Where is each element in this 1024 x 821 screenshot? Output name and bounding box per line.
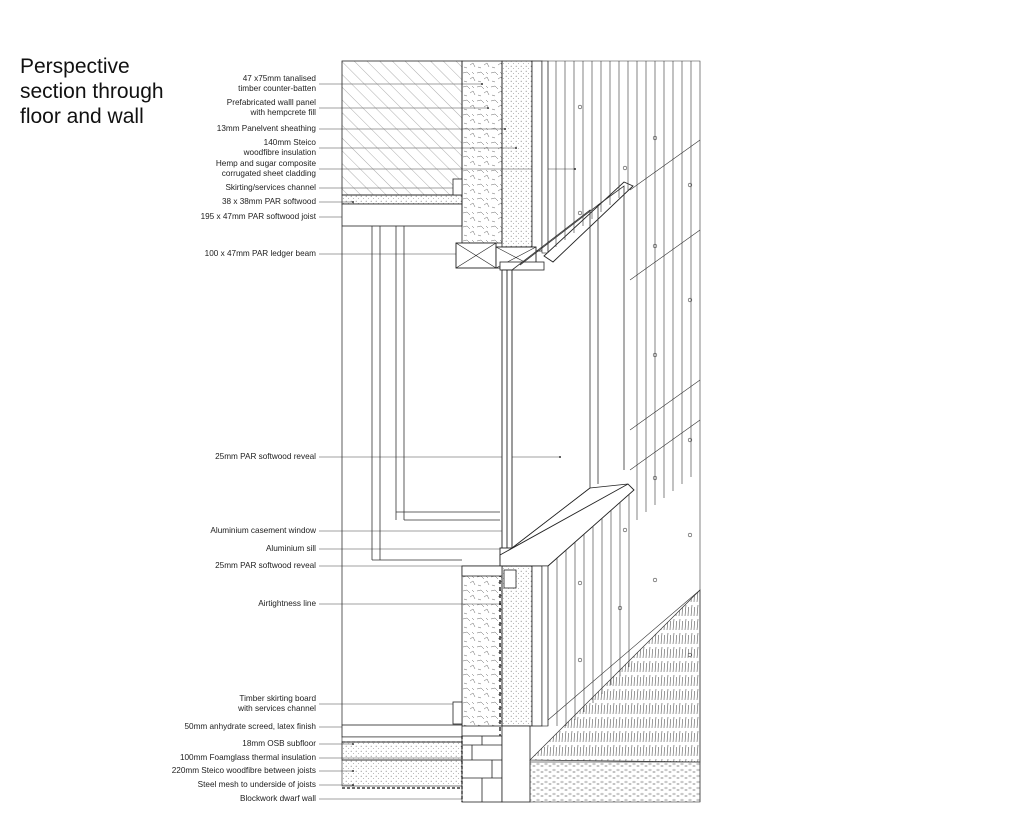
cladding-fixings — [577, 104, 693, 663]
label-joist: 195 x 47mm PAR softwood joist — [200, 212, 316, 221]
upper-wall-panel — [452, 60, 549, 254]
upper-floor-slab — [341, 60, 463, 227]
label-skirting-upper: Skirting/services channel — [225, 183, 316, 192]
label-airtightness: Airtightness line — [258, 599, 316, 608]
ground-floor-buildup — [341, 724, 463, 789]
label-ledger-beam: 100 x 47mm PAR ledger beam — [204, 249, 316, 258]
title-line-2: section through — [20, 80, 164, 103]
label-reveal-upper: 25mm PAR softwood reveal — [215, 452, 316, 461]
window-frame — [499, 269, 515, 561]
external-ground — [529, 589, 701, 763]
lower-wall-panel — [452, 565, 549, 800]
title-line-1: Perspective — [20, 55, 130, 78]
label-screed: 50mm anhydrate screed, latex finish — [184, 722, 316, 731]
blockwork-wall — [461, 735, 503, 803]
ledger-beam — [455, 242, 545, 271]
label-steel-mesh: Steel mesh to underside of joists — [197, 780, 316, 789]
label-blockwork: Blockwork dwarf wall — [240, 794, 316, 803]
label-foamglass: 100mm Foamglass thermal insulation — [179, 753, 316, 762]
plinth — [501, 725, 531, 803]
title-line-3: floor and wall — [20, 105, 144, 128]
drawing-title: Perspective section through floor and wa… — [20, 54, 220, 129]
label-sill: Aluminium sill — [265, 544, 316, 553]
label-steico-joists: 220mm Steico woodfibre between joists — [171, 766, 316, 775]
label-reveal-lower: 25mm PAR softwood reveal — [215, 561, 316, 570]
sill-return — [511, 483, 629, 549]
gravel-strip — [529, 761, 701, 803]
head-flashing — [543, 181, 634, 263]
interior-lines — [341, 226, 500, 725]
label-par-softwood: 38 x 38mm PAR softwood — [221, 197, 316, 206]
window-sill — [499, 483, 635, 567]
label-osb: 18mm OSB subfloor — [242, 739, 316, 748]
label-casement-window: Aluminium casement window — [210, 526, 316, 535]
label-sheathing: 13mm Panelvent sheathing — [216, 124, 316, 133]
corrugated-cladding — [547, 60, 701, 802]
